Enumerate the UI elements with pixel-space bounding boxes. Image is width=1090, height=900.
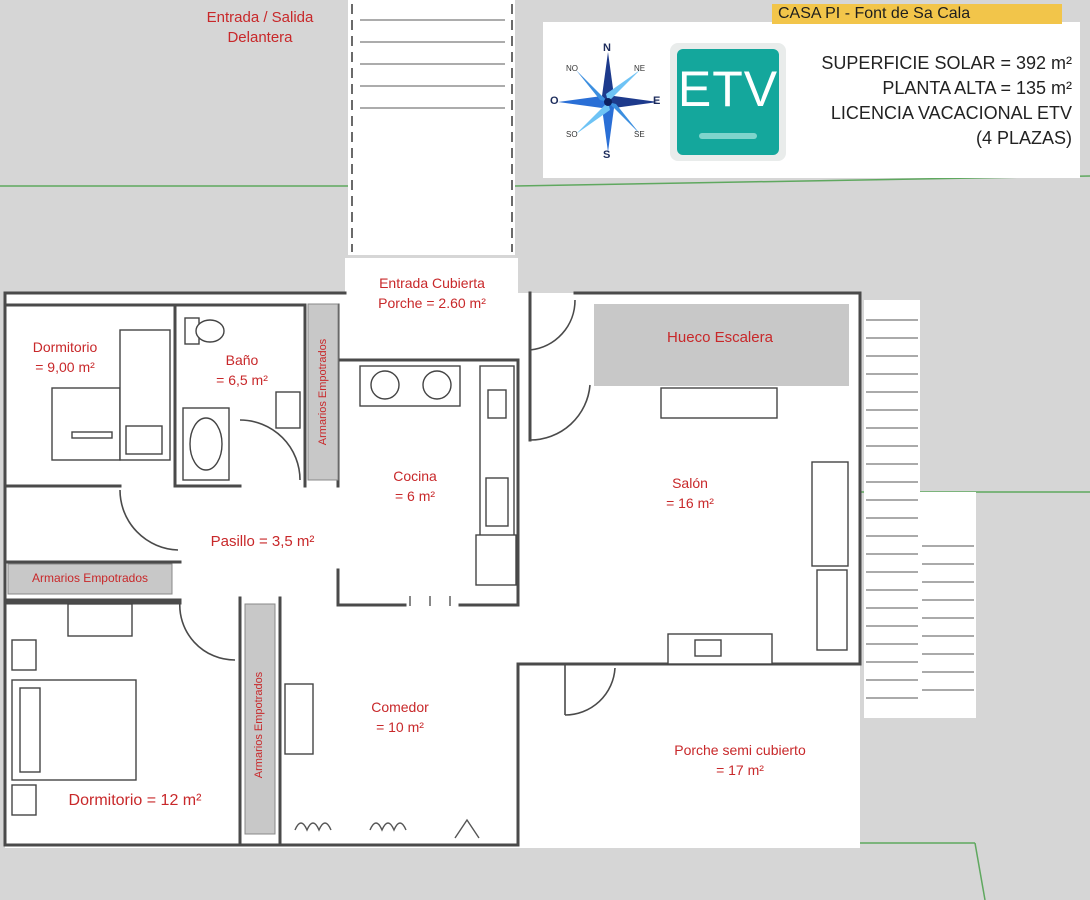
closets [7,303,339,835]
etv-badge: ETV [670,43,786,161]
bano-line1: Baño [225,352,259,368]
salon-line1: Salón [672,475,708,491]
compass-n: N [603,42,611,54]
dormitorio2-label: Dormitorio = 12 m² [68,792,202,809]
hueco-escalera-label: Hueco Escalera [667,329,773,346]
compass-s: S [603,149,611,161]
compass-o: O [550,95,559,107]
entrada-cubierta-line2: Porche = 2.60 m² [378,295,486,311]
etv-badge-bar [699,133,757,139]
porche-line2: = 17 m² [716,762,764,778]
info-licencia: LICENCIA VACACIONAL ETV [830,103,1072,123]
salon-label: Salón = 16 m² [640,473,740,513]
entrada-cubierta-line1: Entrada Cubierta [379,275,485,291]
dormitorio1-label: Dormitorio = 9,00 m² [10,337,120,377]
compass-se: SE [634,130,645,139]
compass-e: E [653,95,661,107]
compass-rose-icon [558,52,658,152]
comedor-label: Comedor = 10 m² [350,697,450,737]
entrance-label-line2: Delantera [227,29,293,46]
plan-title: CASA PI - Font de Sa Cala [772,4,1062,24]
compass-so: SO [566,130,578,139]
comedor-line2: = 10 m² [376,719,424,735]
cocina-line1: Cocina [393,468,437,484]
dormitorio1-line2: = 9,00 m² [35,359,95,375]
info-superficie: SUPERFICIE SOLAR = 392 m² [821,53,1072,73]
entrada-cubierta-label: Entrada Cubierta Porche = 2.60 m² [352,273,512,313]
pasillo-label: Pasillo = 3,5 m² [210,533,315,550]
windows [294,596,480,839]
cocina-line2: = 6 m² [394,488,436,504]
info-planta-alta: PLANTA ALTA = 135 m² [882,78,1072,98]
bano-line2: = 6,5 m² [216,372,268,388]
porche-line1: Porche semi cubierto [674,742,806,758]
compass-ne: NE [634,64,646,73]
compass-no: NO [566,64,578,73]
door-swings [119,299,616,716]
salon-line2: = 16 m² [666,495,714,511]
stairwell [594,304,849,386]
entrance-label: Entrada / Salida Delantera [190,8,330,48]
furniture [11,317,849,816]
cocina-label: Cocina = 6 m² [365,466,465,506]
outdoor-stairs [864,300,976,718]
armarios-vertical-1-label: Armarios Empotrados [317,338,329,446]
entrance-path [348,0,515,255]
info-plazas: (4 PLAZAS) [975,128,1072,148]
etv-badge-text: ETV [677,61,779,117]
dormitorio1-line1: Dormitorio [32,339,98,355]
etv-badge-inner: ETV [677,49,779,155]
comedor-line1: Comedor [371,699,429,715]
porche-label: Porche semi cubierto = 17 m² [640,740,840,780]
entrance-label-line1: Entrada / Salida [206,9,314,26]
armarios-vertical-2-label: Armarios Empotrados [253,671,265,779]
bano-label: Baño = 6,5 m² [192,350,292,390]
armarios-horizontal-label: Armarios Empotrados [31,571,149,585]
